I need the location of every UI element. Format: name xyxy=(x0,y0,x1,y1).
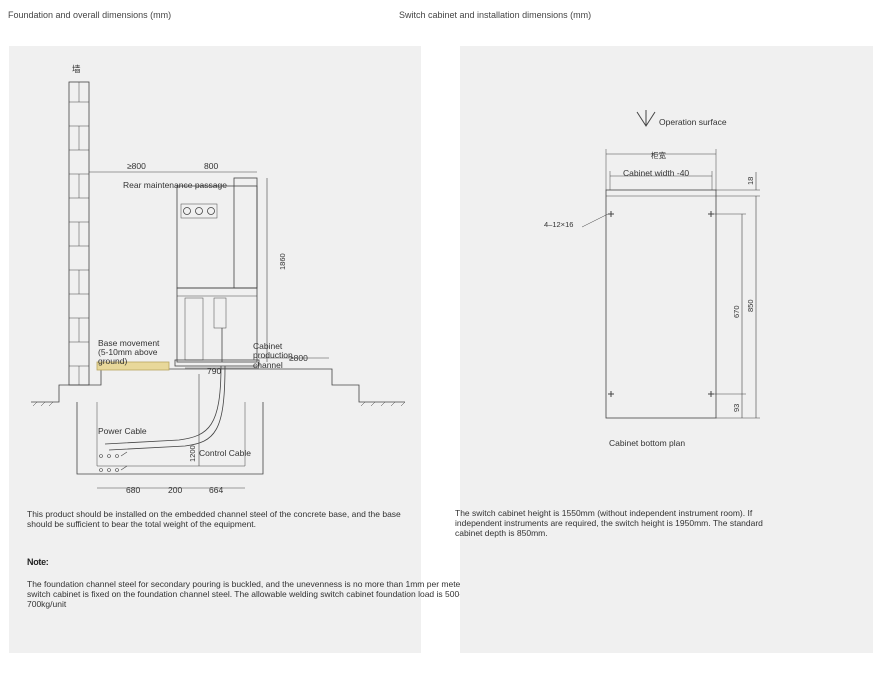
power-cable-2 xyxy=(108,365,226,451)
mounting-holes xyxy=(608,211,714,397)
knob-icon xyxy=(207,207,215,215)
rear-passage: Rear maintenance passage xyxy=(123,180,227,190)
knob-icon xyxy=(183,207,191,215)
operation-surface: Operation surface xyxy=(659,117,727,127)
power-cable-label: Power Cable xyxy=(98,426,147,436)
dim-670: 670 xyxy=(732,305,741,318)
base-movement-3: ground) xyxy=(98,356,127,366)
cable-trench xyxy=(76,402,264,475)
power-cable xyxy=(104,365,222,445)
control-cable-label: Control Cable xyxy=(199,448,251,458)
dim-front: ≥800 xyxy=(289,353,308,363)
dim-850: 850 xyxy=(746,299,755,312)
left-paragraph: This product should be installed on the … xyxy=(27,509,401,529)
installation-drawing-panel: Operation surface 柜宽 Cabinet width -40 1… xyxy=(455,46,873,653)
cabinet-width-minus: Cabinet width -40 xyxy=(623,168,689,178)
right-paragraph: The switch cabinet height is 1550mm (wit… xyxy=(455,508,763,538)
cabinet-lower xyxy=(176,287,258,363)
ground-hatch xyxy=(32,401,406,407)
cabinet-side xyxy=(233,177,258,289)
dim-rear: ≥800 xyxy=(127,161,146,171)
wall-label: 墙 xyxy=(72,64,81,74)
holes-label: 4–12×16 xyxy=(544,220,573,229)
right-caption: Switch cabinet and installation dimensio… xyxy=(399,10,592,20)
cabinet-bottom-plan xyxy=(605,189,717,419)
base-channel xyxy=(174,359,260,367)
channel-label-3: channel xyxy=(253,360,283,370)
cable-switch-symbols xyxy=(99,451,128,472)
wall-bricks xyxy=(69,82,89,385)
channel-label-1: Cabinet xyxy=(253,341,283,351)
base-movement-2: (5-10mm above xyxy=(98,347,158,357)
dim-height: 1860 xyxy=(278,253,287,270)
channel-label-2: production xyxy=(253,350,293,360)
dim-width: 800 xyxy=(204,161,218,171)
dim-790: 790 xyxy=(207,366,221,376)
dim-664: 664 xyxy=(209,485,223,495)
installation-drawing: Operation surface 柜宽 Cabinet width -40 1… xyxy=(544,110,760,448)
dim-680: 680 xyxy=(126,485,140,495)
dim-18: 18 xyxy=(746,177,755,185)
foundation-drawing: 墙 ≥800 800 Rear maintenance passage 1860… xyxy=(31,64,406,495)
left-caption: Foundation and overall dimensions (mm) xyxy=(8,10,172,20)
foundation-drawing-panel: 墙 ≥800 800 Rear maintenance passage 1860… xyxy=(9,46,482,653)
base-movement-1: Base movement xyxy=(98,338,160,348)
note-title: Note: xyxy=(27,557,49,567)
dim-93: 93 xyxy=(732,404,741,412)
trench-inner xyxy=(96,402,246,467)
ground-line xyxy=(31,368,405,403)
cabinet-upper xyxy=(176,185,258,289)
dim-1200: 1200 xyxy=(188,445,197,462)
knob-icon xyxy=(195,207,203,215)
base-movement-pad xyxy=(96,361,170,371)
dim-200: 200 xyxy=(168,485,182,495)
bottom-plan-label: Cabinet bottom plan xyxy=(609,438,685,448)
note-text: The foundation channel steel for seconda… xyxy=(27,579,482,609)
cabinet-width-label: 柜宽 xyxy=(651,150,666,160)
